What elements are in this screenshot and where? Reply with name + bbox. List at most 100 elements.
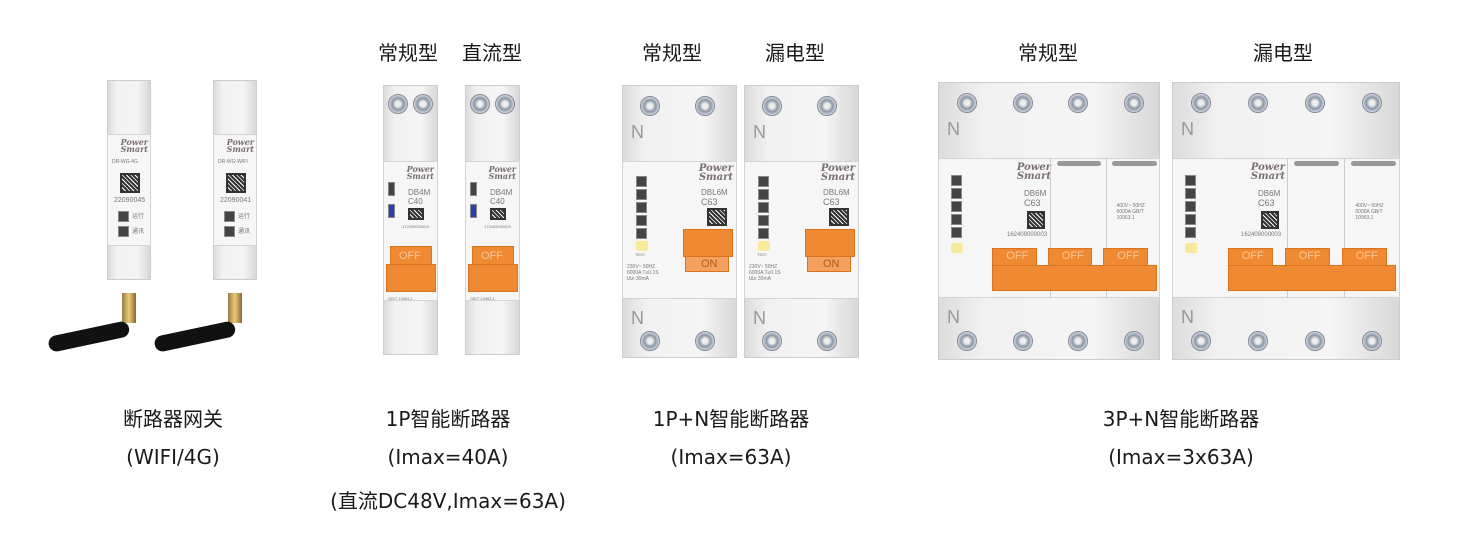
screw-icon — [1191, 93, 1211, 113]
model: DB6M — [1024, 189, 1047, 198]
standard-code: GB/T 10963.1 — [388, 296, 413, 301]
qr-code — [408, 208, 424, 220]
antenna-icon — [153, 320, 237, 353]
status-led — [470, 204, 477, 218]
indicator-led — [951, 214, 962, 225]
run-led-label: 运行 — [132, 214, 145, 220]
header-1p-dc: 直流型 — [462, 41, 522, 65]
screw-icon — [695, 96, 715, 116]
caption-1p-title: 1P智能断路器 — [385, 407, 511, 431]
indicator-led — [1185, 175, 1196, 186]
status-led — [388, 204, 395, 218]
screw-icon — [413, 94, 433, 114]
indicator-led — [951, 227, 962, 238]
header-3pn-standard: 常规型 — [1018, 41, 1078, 65]
neutral-label: N — [947, 307, 960, 327]
screw-icon — [1362, 93, 1382, 113]
handle-toggle[interactable] — [683, 229, 733, 257]
neutral-label: N — [753, 308, 766, 328]
handle-base — [807, 256, 851, 272]
rating: C63 — [823, 197, 840, 207]
test-button[interactable] — [1185, 243, 1197, 253]
test-label: TEST — [635, 252, 646, 257]
handle-base — [992, 265, 1157, 291]
indicator-led — [951, 188, 962, 199]
specs: 230V~ 50HZ 6000A T≤0.1S IΔn 30mA — [749, 264, 781, 282]
pole-divider — [1287, 158, 1288, 298]
screw-icon — [1248, 93, 1268, 113]
indicator-led — [1185, 214, 1196, 225]
on-label: ON — [701, 258, 718, 270]
pole-divider — [1105, 158, 1107, 298]
qr-code — [707, 208, 727, 226]
caption-1pn-sub: (Imax=63A) — [670, 445, 792, 469]
comm-led-label: 通讯 — [238, 229, 251, 235]
specs: 230V~ 50HZ 6000A T≤0.1S IΔn 30mA — [627, 264, 659, 282]
handle-base — [468, 264, 518, 292]
indicator-led — [951, 201, 962, 212]
brand-logo: Power Smart — [488, 164, 516, 182]
test-button[interactable] — [758, 241, 770, 251]
caption-1p-sub2: (直流DC48V,Imax=63A) — [330, 489, 566, 513]
handle-toggle[interactable] — [805, 229, 855, 257]
screw-icon — [1191, 331, 1211, 351]
screw-icon — [817, 96, 837, 116]
header-3pn-leakage: 漏电型 — [1253, 41, 1313, 65]
off-label: OFF — [1117, 250, 1140, 262]
off-label: OFF — [481, 250, 503, 262]
qr-code — [1261, 211, 1279, 229]
antenna-connector — [122, 293, 136, 323]
off-label: OFF — [399, 250, 421, 262]
screw-icon — [1012, 93, 1033, 113]
run-led-label: 运行 — [238, 214, 251, 220]
indicator-led — [758, 176, 769, 187]
brand-logo: Power Smart — [1250, 162, 1285, 182]
rating: C40 — [490, 197, 505, 206]
model: DBL6M — [701, 188, 728, 197]
screw-icon — [817, 331, 837, 351]
rating: C63 — [1258, 198, 1275, 208]
run-led — [118, 211, 129, 222]
caption-1pn-title: 1P+N智能断路器 — [652, 407, 810, 431]
rating: C63 — [1024, 198, 1041, 208]
screw-icon — [640, 96, 660, 116]
indicator-led — [636, 215, 647, 226]
indicator-led — [1185, 188, 1196, 199]
screw-icon — [1068, 93, 1088, 113]
indicator-led — [636, 228, 647, 239]
on-label: ON — [823, 258, 840, 270]
off-label: OFF — [1355, 250, 1378, 262]
brand-logo: Power Smart — [226, 137, 254, 155]
gateway-serial: 22090045 — [114, 197, 146, 204]
indicator-led — [758, 228, 769, 239]
test-button[interactable] — [951, 243, 963, 253]
handle-base — [386, 264, 436, 292]
neutral-label: N — [947, 119, 960, 139]
screw-icon — [470, 94, 490, 114]
screw-icon — [1248, 331, 1268, 351]
indicator-led — [636, 189, 647, 200]
model: DBL6M — [823, 188, 850, 197]
qr-code — [1027, 211, 1045, 229]
off-label: OFF — [1006, 250, 1029, 262]
brand-logo: Power Smart — [120, 137, 148, 155]
brand-logo: Power Smart — [406, 164, 434, 182]
screw-icon — [640, 331, 660, 351]
neutral-label: N — [1181, 307, 1194, 327]
indicator-led — [758, 215, 769, 226]
neutral-label: N — [631, 122, 644, 142]
screw-icon — [695, 331, 715, 351]
rating: C63 — [701, 197, 718, 207]
serial: 162409000003 — [1007, 232, 1048, 238]
test-button[interactable] — [636, 241, 648, 251]
off-label: OFF — [1298, 250, 1321, 262]
screw-icon — [762, 331, 782, 351]
screw-icon — [1362, 331, 1382, 351]
qr-code — [829, 208, 849, 226]
gateway-model: DR-WG-4G — [112, 159, 138, 165]
